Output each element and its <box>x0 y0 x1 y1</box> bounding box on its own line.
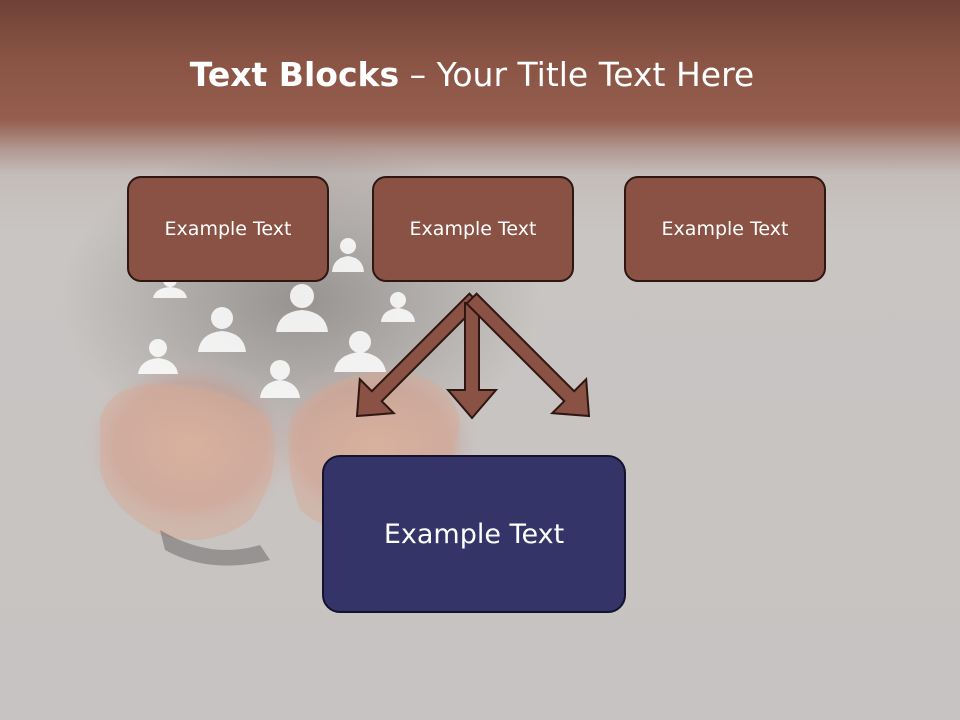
text-block-label: Example Text <box>661 218 789 240</box>
text-block-top-left: Example Text <box>127 176 329 282</box>
slide-title: Text Blocks – Your Title Text Here <box>0 52 944 98</box>
person-icon <box>276 284 328 332</box>
text-block-label: Example Text <box>409 218 537 240</box>
title-rest: Your Title Text Here <box>436 55 755 94</box>
person-icon <box>260 360 300 398</box>
title-bold-part: Text Blocks <box>189 55 400 94</box>
text-block-bottom: Example Text <box>322 455 626 613</box>
person-icon <box>138 339 178 374</box>
text-block-top-right: Example Text <box>624 176 826 282</box>
title-separator: – <box>399 55 437 94</box>
person-icon <box>332 238 364 272</box>
text-block-label: Example Text <box>164 218 292 240</box>
left-hand-shape <box>80 355 300 535</box>
text-block-top-center: Example Text <box>372 176 574 282</box>
text-block-label: Example Text <box>383 518 565 550</box>
person-icon <box>198 307 246 352</box>
